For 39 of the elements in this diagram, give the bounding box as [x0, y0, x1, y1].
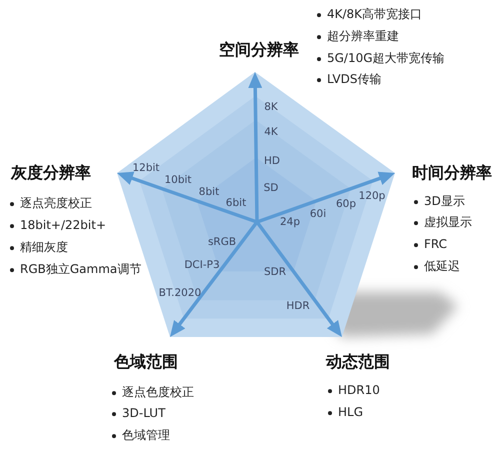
axis-title: 色域范围: [114, 352, 178, 372]
tick-label: SD: [264, 182, 278, 194]
list-item: 逐点色度校正: [122, 386, 194, 400]
tick-label: 8bit: [198, 186, 220, 198]
list-item: HDR10: [338, 384, 380, 398]
axis-title: 空间分辨率: [219, 40, 299, 60]
list-item: 精细灰度: [20, 241, 68, 255]
list-item: HLG: [338, 406, 364, 420]
tick-label: HDR: [286, 300, 310, 312]
list-item: 18bit+/22bit+: [20, 219, 106, 233]
list-item: LVDS传输: [327, 73, 382, 87]
list-item: 超分辨率重建: [327, 30, 399, 44]
list-item: 4K/8K高带宽接口: [327, 8, 422, 22]
list-item: 5G/10G超大带宽传输: [327, 52, 445, 66]
axis-title: 灰度分辨率: [11, 164, 91, 182]
list-item: 虚拟显示: [424, 216, 472, 230]
tick-label: 24p: [280, 216, 300, 228]
tick-label: 10bit: [164, 174, 192, 186]
tick-label: SDR: [264, 266, 286, 278]
tick-label: 8K: [264, 100, 278, 114]
axis-title: 时间分辨率: [412, 164, 492, 182]
axis-title: 动态范围: [326, 352, 390, 372]
list-item: FRC: [424, 238, 448, 252]
list-item: 低延迟: [424, 260, 460, 274]
tick-label: 6bit: [226, 196, 246, 210]
tick-label: DCI-P3: [184, 258, 220, 272]
list-item: 3D显示: [424, 195, 465, 209]
tick-label: 60p: [336, 198, 356, 210]
tick-label: 4K: [264, 126, 278, 138]
tick-label: sRGB: [208, 236, 236, 248]
tick-label: 12bit: [132, 162, 160, 174]
list-item: RGB独立Gamma调节: [20, 263, 142, 277]
list-item: 3D-LUT: [122, 407, 166, 421]
tick-label: HD: [264, 154, 280, 168]
tick-label: 60i: [310, 208, 326, 220]
tick-label: BT.2020: [158, 286, 202, 300]
list-item: 色域管理: [122, 429, 170, 443]
list-item: 逐点亮度校正: [20, 197, 92, 211]
tick-label: 120p: [358, 190, 386, 202]
